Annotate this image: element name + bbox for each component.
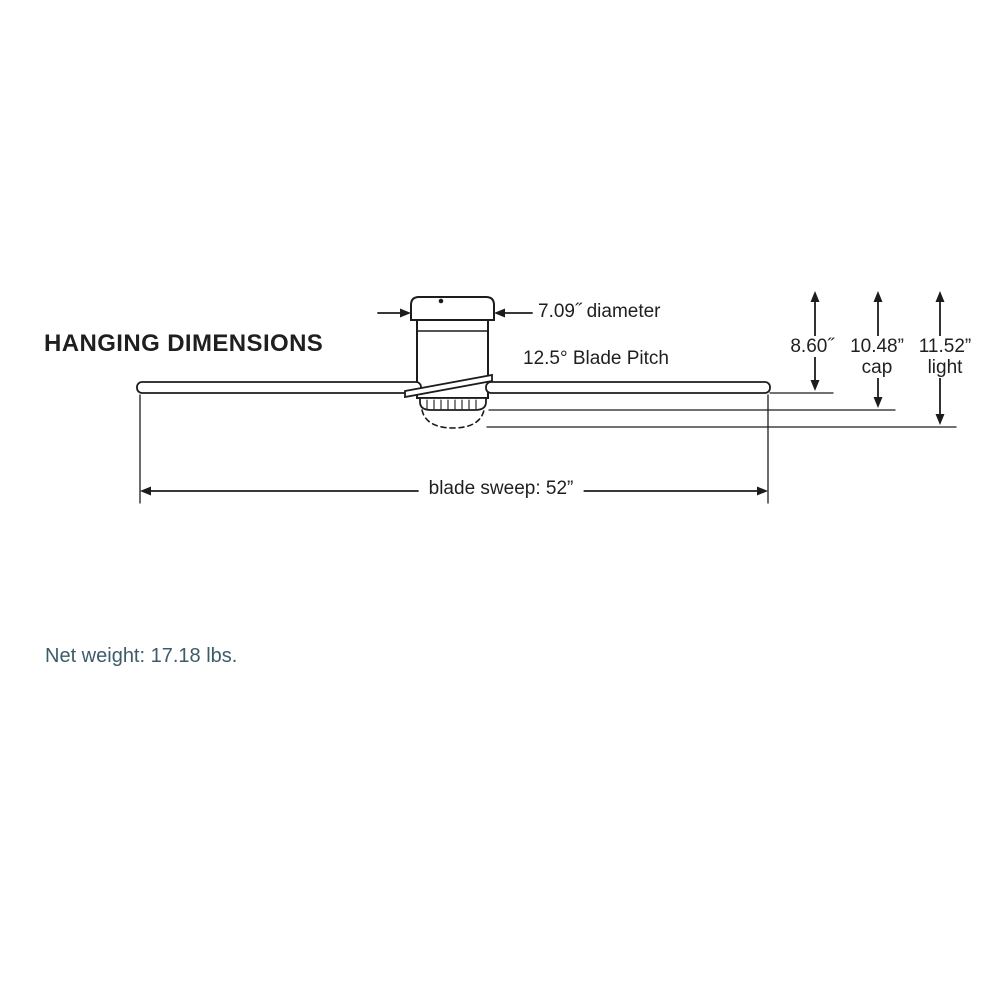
diameter-arrows [377,308,533,318]
blade-sweep-label: blade sweep: 52” [418,478,584,499]
blade-pitch-label: 12.5° Blade Pitch [523,348,669,369]
dimension-sublabel-light: light [924,357,966,378]
dimension-value-drop: 8.60˝ [787,336,837,357]
dimension-value-light: 11.52” [915,336,975,357]
reference-lines [486,392,957,428]
cap-texture [426,399,477,410]
page-title: HANGING DIMENSIONS [44,330,324,357]
blade-right [485,381,771,394]
blade-left [136,381,422,394]
canopy-screw [438,298,444,304]
dimension-sublabel-cap: cap [858,357,896,378]
diameter-label: 7.09˝ diameter [538,301,661,322]
canopy [410,296,495,321]
dimension-value-cap: 10.48” [847,336,907,357]
ceiling-fan-drawing [136,296,771,429]
light-lens-dashed [421,409,485,429]
net-weight-text: Net weight: 17.18 lbs. [45,645,238,667]
blade-pitched [404,373,493,399]
